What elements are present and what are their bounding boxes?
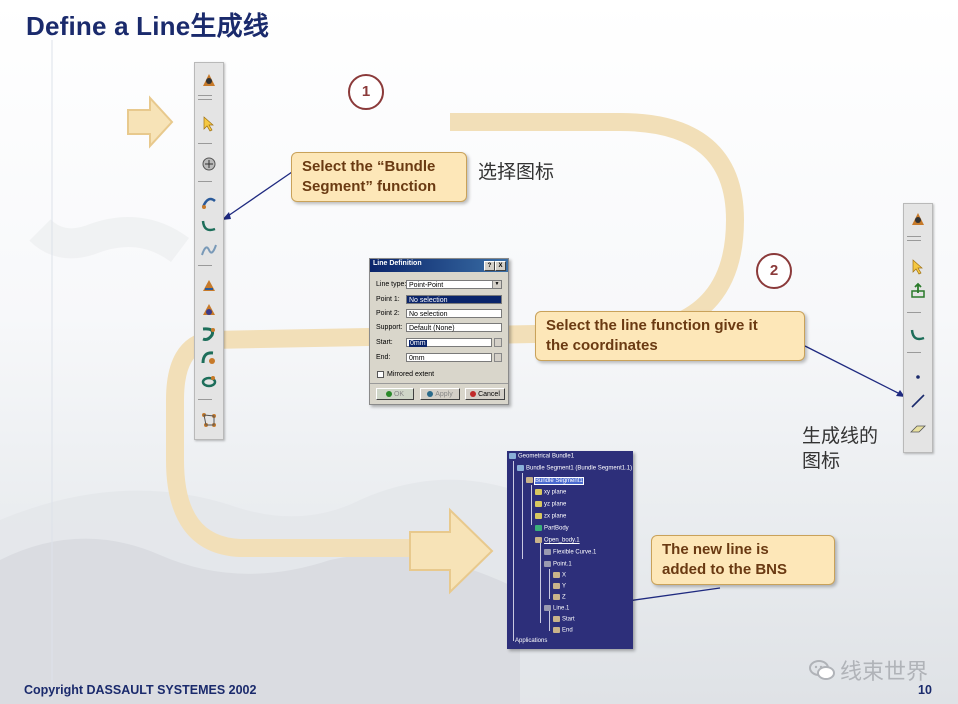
label-select-icon: 选择图标: [478, 161, 555, 183]
line-type-label: Line type:: [376, 281, 407, 288]
bundle-properties-icon[interactable]: [200, 155, 218, 173]
start-value: 0mm: [409, 340, 427, 347]
arrows-icon[interactable]: [909, 210, 927, 228]
mirrored-label: Mirrored extent: [387, 371, 435, 378]
ok-icon: [385, 391, 392, 398]
arrows-icon[interactable]: [200, 71, 218, 89]
help-button[interactable]: ?: [484, 261, 495, 271]
page-number: 10: [918, 683, 932, 697]
callout-bundle-line-1: Select the “Bundle: [302, 158, 436, 175]
connector-icon[interactable]: [200, 325, 218, 343]
curve-icon[interactable]: [200, 217, 218, 235]
wechat-icon: [809, 660, 835, 680]
footer-copyright: Copyright DASSAULT SYSTEMES 2002: [24, 683, 257, 697]
start-field[interactable]: 0mm: [406, 338, 492, 347]
line-type-select[interactable]: Point-Point ▼: [406, 280, 502, 289]
apply-button[interactable]: Apply: [420, 388, 460, 400]
callout-bundle-line-2: Segment” function: [302, 178, 437, 195]
export-icon[interactable]: [909, 282, 927, 300]
start-label: Start:: [376, 339, 393, 346]
label-gen-line-icon-2: 图标: [802, 450, 841, 472]
chevron-down-icon[interactable]: ▼: [492, 281, 501, 288]
slide-title: Define a Line生成线: [26, 11, 270, 41]
protection-icon[interactable]: [200, 277, 218, 295]
tree-item-flex-curve[interactable]: Flexible Curve.1: [544, 549, 596, 556]
tree-item-line-start[interactable]: Start: [553, 616, 575, 623]
end-spinner-icon[interactable]: [494, 353, 502, 362]
right-toolbar: [903, 203, 933, 453]
ok-button[interactable]: OK: [376, 388, 414, 400]
callout-bundle-segment: Select the “Bundle Segment” function: [291, 152, 467, 202]
apply-label: Apply: [435, 391, 453, 398]
shell-icon[interactable]: [200, 349, 218, 367]
point2-label: Point 2:: [376, 310, 400, 317]
callout-line-line-2: the coordinates: [546, 337, 658, 354]
callout-bns-line-1: The new line is: [662, 541, 769, 558]
point1-label: Point 1:: [376, 296, 400, 303]
callout-line-line-1: Select the line function give it: [546, 317, 758, 334]
watermark-text: 线束世界: [840, 660, 929, 685]
end-label: End:: [376, 354, 391, 361]
tree-item-point-x[interactable]: X: [553, 572, 566, 579]
tree-item-line[interactable]: Line.1: [544, 605, 569, 612]
ok-label: OK: [393, 391, 405, 398]
spline-icon[interactable]: [200, 241, 218, 259]
tree-item-yz-plane[interactable]: yz plane: [535, 501, 566, 508]
curve-icon[interactable]: [909, 326, 927, 344]
point1-field[interactable]: No selection: [406, 295, 502, 304]
select-arrow-icon[interactable]: [909, 258, 927, 276]
step-2-badge: 2: [756, 253, 792, 289]
start-spinner-icon[interactable]: [494, 338, 502, 347]
step-1-badge: 1: [348, 74, 384, 110]
callout-new-line-bns: The new line is added to the BNS: [651, 535, 835, 585]
end-field[interactable]: 0mm: [406, 353, 492, 362]
tree-item-segment[interactable]: Bundle Segment1 (Bundle Segment1.1): [517, 465, 632, 472]
tree-item-point[interactable]: Point.1: [544, 561, 572, 568]
tree-item-xy-plane[interactable]: xy plane: [535, 489, 566, 496]
tree-item-applications[interactable]: Applications: [515, 638, 548, 644]
tree-item-point-z[interactable]: Z: [553, 594, 566, 601]
support-label: Support:: [376, 324, 403, 331]
left-toolbar: [194, 62, 224, 440]
tree-item-open-body[interactable]: Open_body.1: [535, 537, 580, 544]
tree-item-segment-child[interactable]: Bundle Segment1: [526, 476, 584, 485]
point-icon[interactable]: [909, 368, 927, 386]
tree-item-zx-plane[interactable]: zx plane: [535, 513, 566, 520]
callout-bns-line-2: added to the BNS: [662, 561, 788, 578]
tree-item-line-end[interactable]: End: [553, 627, 573, 634]
network-icon[interactable]: [200, 411, 218, 429]
fit-icon[interactable]: [200, 373, 218, 391]
point2-field[interactable]: No selection: [406, 309, 502, 318]
line-icon[interactable]: [909, 392, 927, 410]
cancel-label: Cancel: [478, 391, 500, 398]
label-gen-line-icon-1: 生成线的: [802, 425, 879, 447]
line-definition-dialog: Line Definition ? X Line type: Point-Poi…: [369, 258, 509, 405]
tree-item-point-y[interactable]: Y: [553, 583, 566, 590]
apply-icon: [427, 391, 434, 398]
support-icon[interactable]: [200, 301, 218, 319]
cancel-icon: [470, 391, 477, 398]
bundle-segment-icon[interactable]: [200, 193, 218, 211]
select-arrow-icon[interactable]: [200, 115, 218, 133]
watermark: 线束世界: [808, 654, 928, 686]
close-button[interactable]: X: [495, 261, 506, 271]
tree-item-root[interactable]: Geometrical Bundle1: [509, 453, 574, 460]
specification-tree: Geometrical Bundle1 Bundle Segment1 (Bun…: [507, 451, 633, 649]
cancel-button[interactable]: Cancel: [465, 388, 505, 400]
mirrored-checkbox[interactable]: [377, 371, 384, 378]
support-field[interactable]: Default (None): [406, 323, 502, 332]
plane-icon[interactable]: [909, 420, 927, 438]
line-type-value: Point-Point: [409, 282, 444, 289]
dialog-titlebar[interactable]: Line Definition ? X: [370, 259, 508, 272]
callout-line-function: Select the line function give it the coo…: [535, 311, 805, 361]
tree-item-partbody[interactable]: PartBody: [535, 525, 569, 532]
dialog-title: Line Definition: [373, 260, 422, 267]
